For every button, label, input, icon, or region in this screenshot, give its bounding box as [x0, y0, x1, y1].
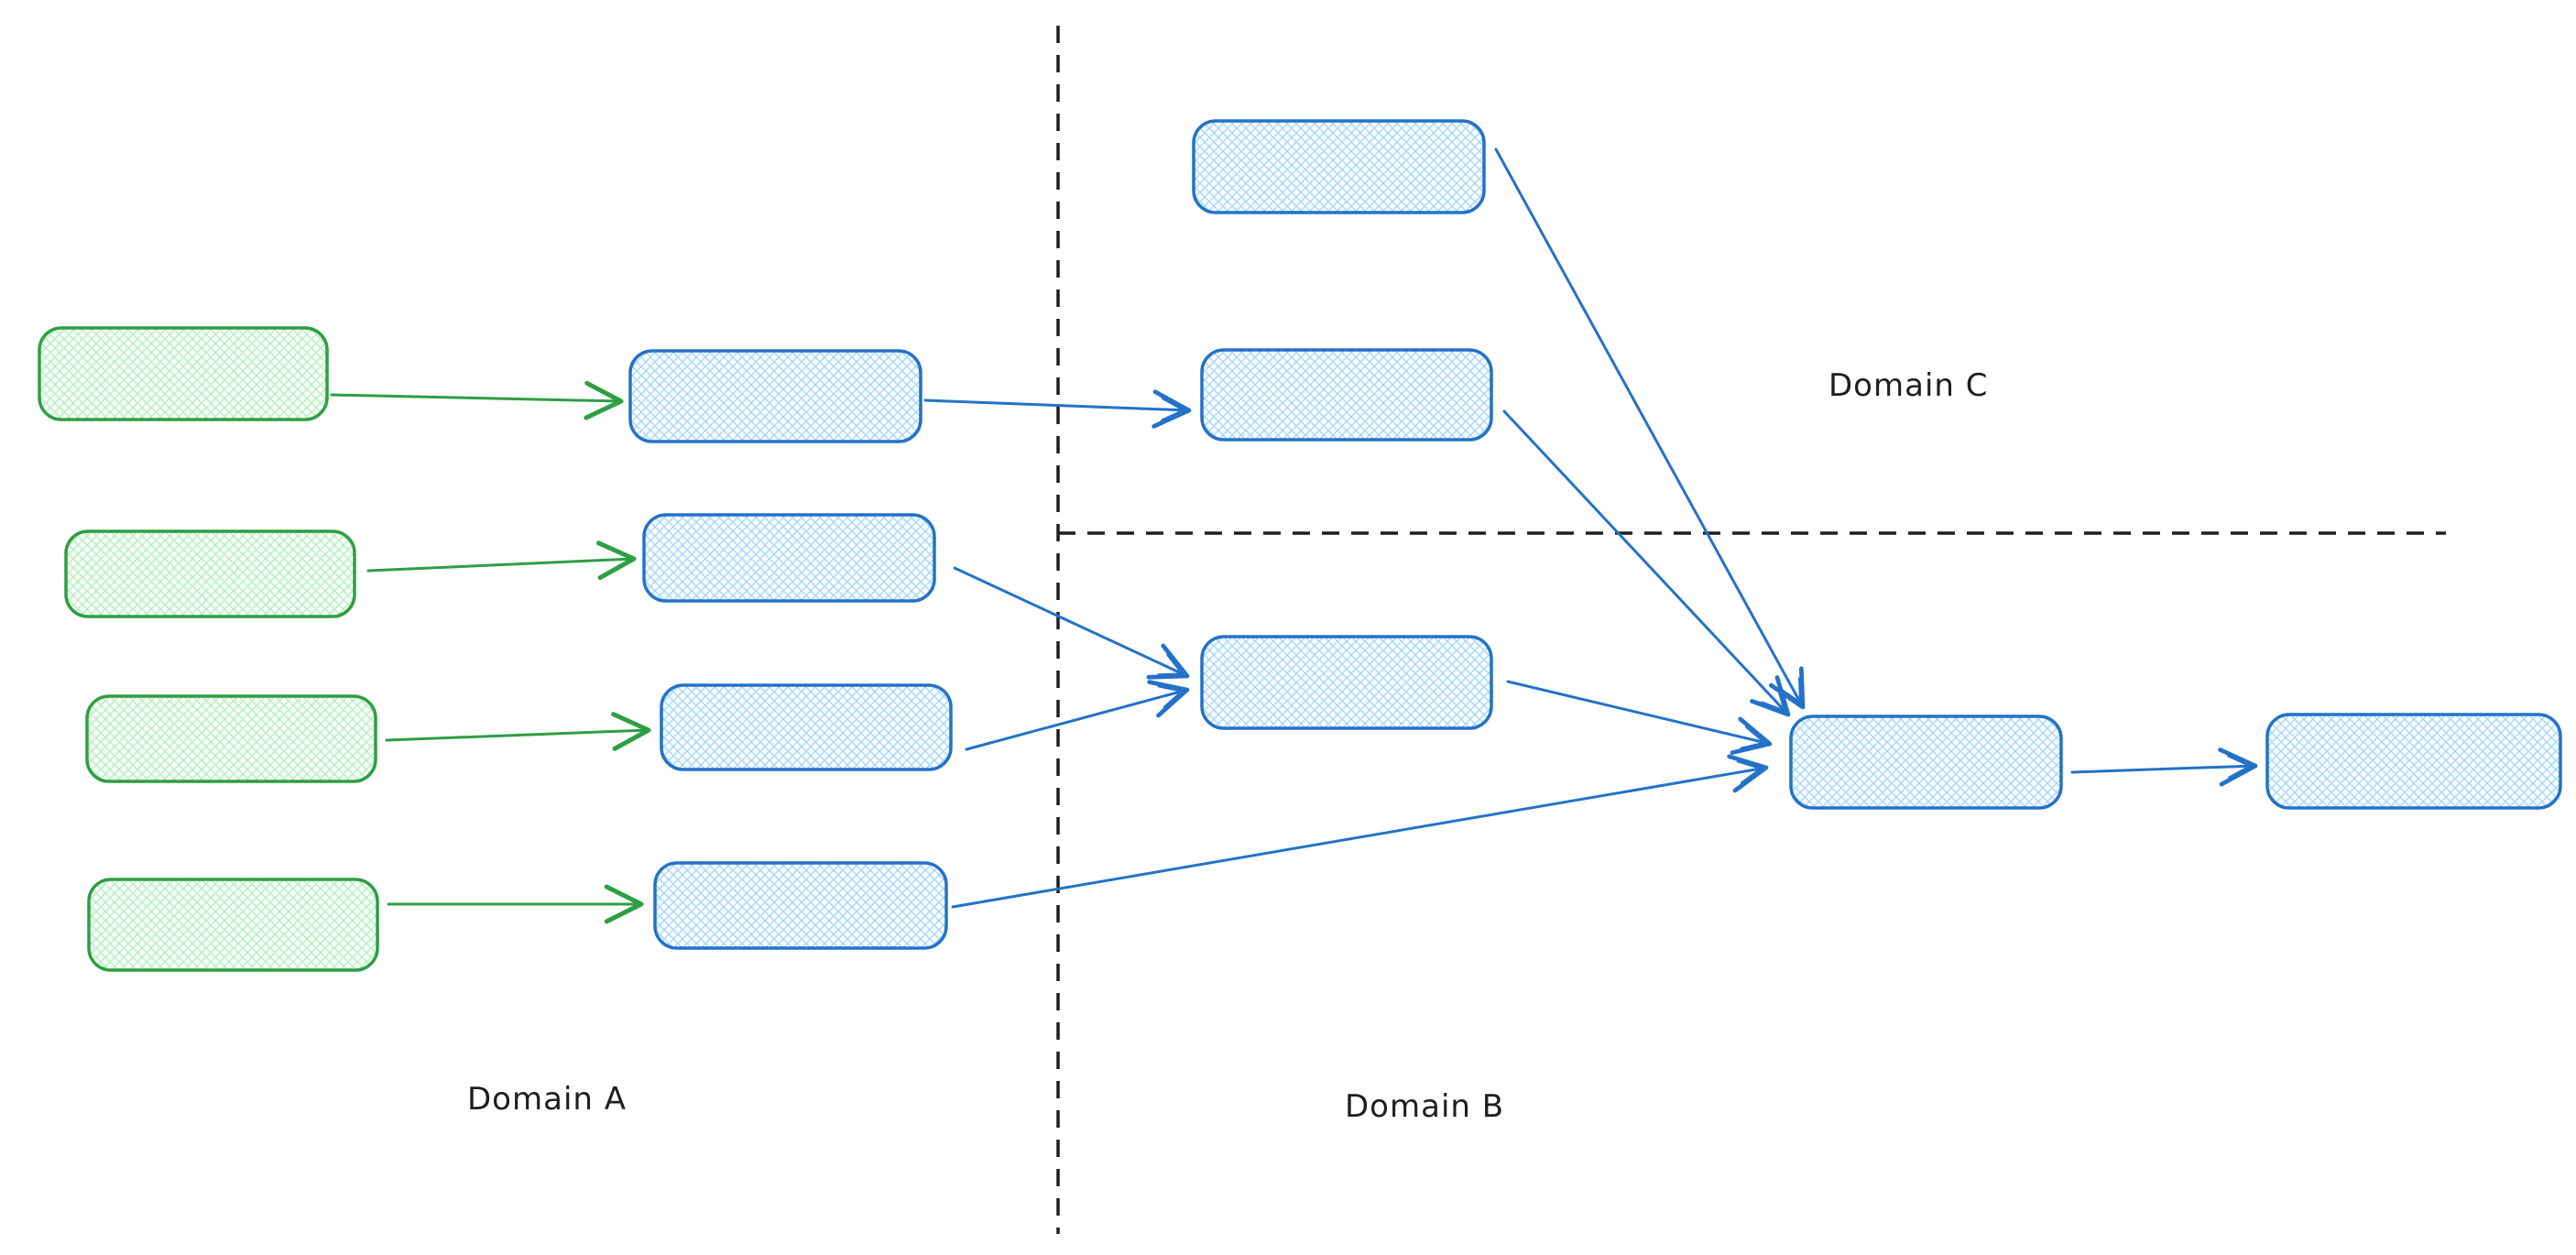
node-green-2: [64, 529, 356, 618]
node-blue-a3: [660, 683, 953, 771]
label-domain-b: Domain B: [1345, 1088, 1504, 1125]
arrow-bluea1-to-cupper: [923, 389, 1192, 429]
node-blue-a4: [653, 861, 948, 950]
arrow-bmiddle-to-hub: [1506, 680, 1773, 755]
arrow-green3-to-bluea3: [385, 712, 651, 751]
node-blue-c-upper: [1200, 348, 1493, 442]
label-layer: Domain A Domain B Domain C: [467, 367, 1988, 1125]
node-green-3: [85, 694, 377, 783]
arrow-cupper-to-hub: [1502, 409, 1791, 717]
label-domain-a: Domain A: [467, 1081, 627, 1118]
node-layer: [38, 119, 2562, 972]
label-domain-c: Domain C: [1828, 367, 1988, 404]
node-green-1: [38, 326, 329, 421]
arrow-hub-to-final: [2070, 748, 2258, 787]
node-blue-b-middle: [1200, 635, 1493, 730]
arrow-green2-to-bluea2: [366, 540, 637, 581]
node-blue-a2: [642, 513, 936, 603]
arrow-bluea2-to-bmiddle: [953, 566, 1190, 680]
node-green-4: [87, 878, 379, 972]
node-blue-b-hub: [1789, 715, 2063, 810]
arrow-bluea3-to-bmiddle: [965, 680, 1190, 751]
divider-layer: [1056, 26, 2446, 1234]
node-blue-c-top: [1192, 119, 1486, 214]
arrow-ctop-to-hub: [1494, 147, 1806, 710]
edge-layer: [330, 147, 2258, 924]
node-blue-b-final: [2265, 713, 2562, 810]
arrow-green1-to-bluea1: [330, 380, 624, 420]
node-blue-a1: [628, 349, 922, 443]
arrow-bluea4-to-hub: [951, 754, 1769, 909]
